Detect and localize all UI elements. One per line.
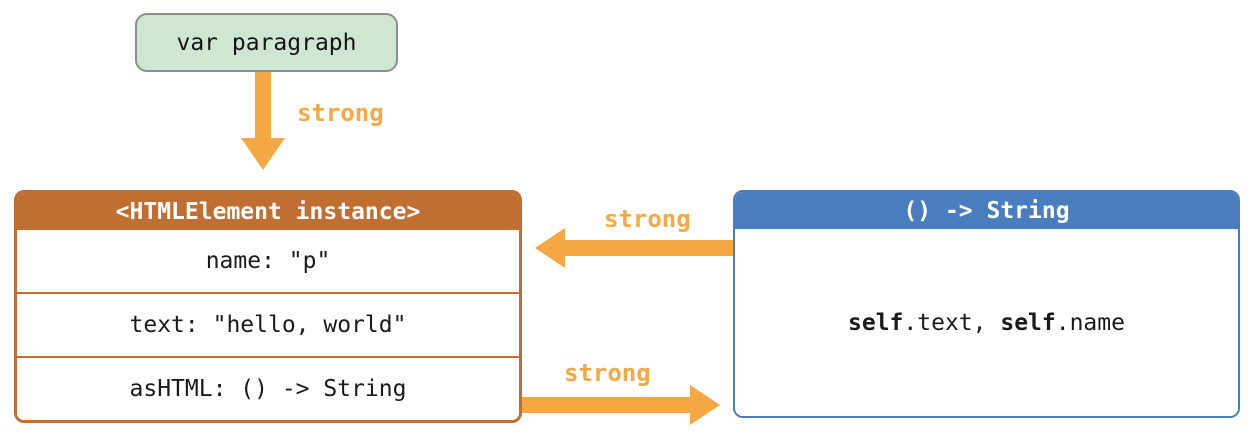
instance-row-ashtml: asHTML: () -> String [17, 356, 519, 420]
closure-body-text-ref: .text, [903, 309, 1001, 336]
strong-arrow-down-icon [241, 72, 285, 170]
closure-body-self-1: self [848, 309, 904, 336]
strong-arrow-left-icon [535, 228, 733, 268]
strong-label-bottom: strong [564, 359, 651, 387]
closure-body-self-2: self [1000, 309, 1056, 336]
variable-box-label: var paragraph [176, 29, 357, 56]
strong-label-down: strong [297, 99, 384, 127]
instance-row-name: name: "p" [17, 230, 519, 292]
closure-box: () -> String self.text, self.name [733, 190, 1240, 418]
closure-body-name-ref: .name [1055, 309, 1125, 336]
instance-box-title: <HTMLElement instance> [17, 193, 519, 230]
closure-box-body: self.text, self.name [735, 229, 1238, 416]
variable-box: var paragraph [135, 13, 398, 72]
instance-row-text: text: "hello, world" [17, 292, 519, 356]
closure-box-title: () -> String [735, 192, 1238, 229]
strong-label-middle: strong [604, 205, 691, 233]
strong-arrow-right-icon [522, 385, 720, 425]
instance-box: <HTMLElement instance> name: "p" text: "… [14, 190, 522, 423]
instance-box-rows: name: "p" text: "hello, world" asHTML: (… [17, 230, 519, 420]
